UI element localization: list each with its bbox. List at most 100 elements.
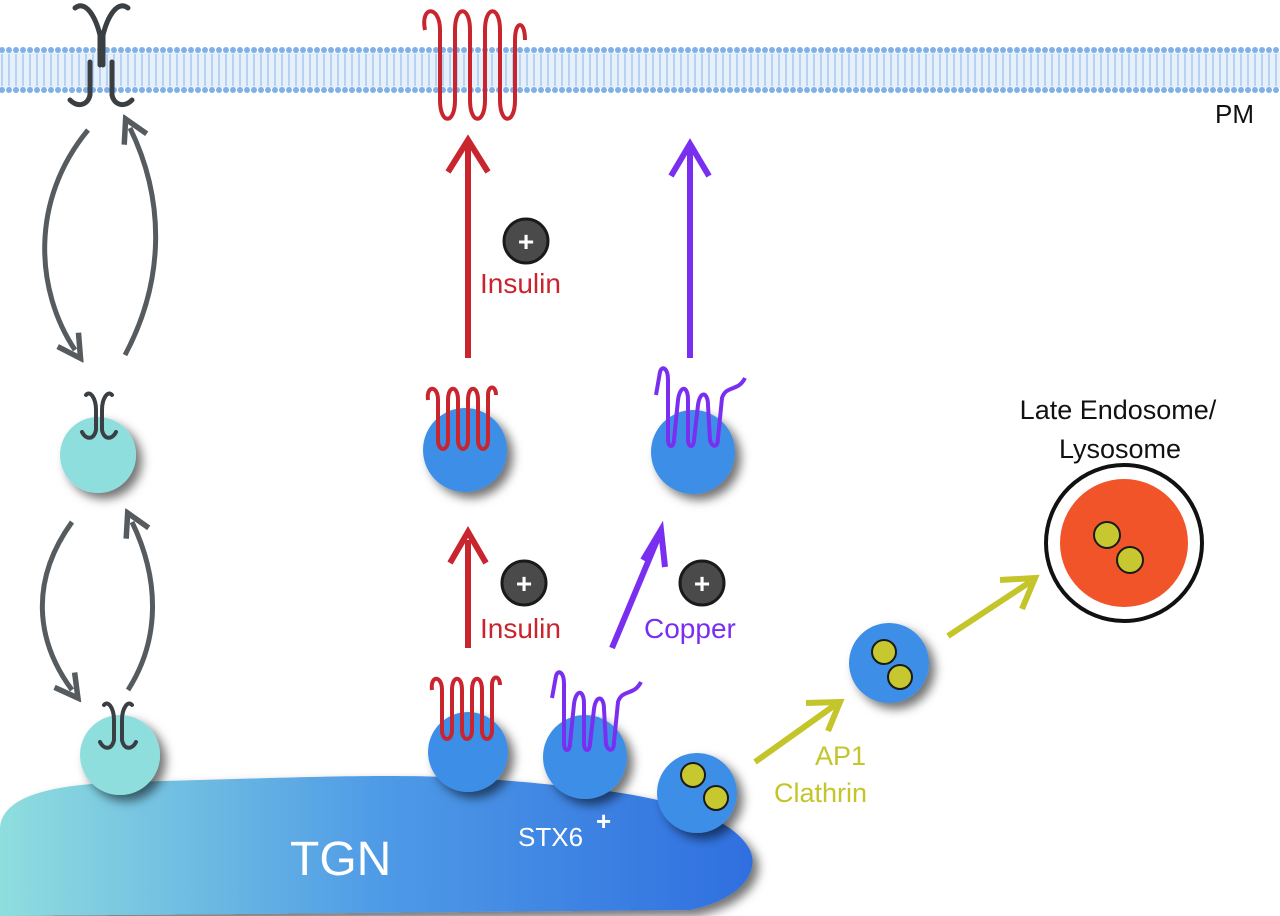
lipid-head xyxy=(636,87,642,93)
lipid-head xyxy=(1091,87,1097,93)
lipid-head xyxy=(895,47,901,53)
lipid-head xyxy=(622,87,628,93)
lipid-head xyxy=(748,47,754,53)
late-endosome-label: Late Endosome/ xyxy=(1020,395,1217,425)
lipid-head xyxy=(1112,87,1118,93)
lipid-head xyxy=(559,87,565,93)
lipid-head xyxy=(6,47,12,53)
lipid-head xyxy=(412,87,418,93)
lipid-head xyxy=(825,87,831,93)
lipid-head xyxy=(916,87,922,93)
lipid-head xyxy=(216,87,222,93)
lipid-head xyxy=(27,47,33,53)
lipid-head xyxy=(1014,47,1020,53)
lipid-head xyxy=(566,47,572,53)
lipid-head xyxy=(902,47,908,53)
insulin-label-top: Insulin xyxy=(480,268,561,299)
lipid-head xyxy=(1217,47,1223,53)
lipid-head xyxy=(1098,87,1104,93)
lipid-head xyxy=(503,87,509,93)
lipid-head xyxy=(1126,47,1132,53)
lipid-head xyxy=(1189,47,1195,53)
lipid-head xyxy=(1161,47,1167,53)
lipid-head xyxy=(90,47,96,53)
lipid-head xyxy=(356,47,362,53)
lipid-head xyxy=(363,47,369,53)
lipid-head xyxy=(76,47,82,53)
lipid-head xyxy=(979,87,985,93)
lipid-head xyxy=(706,87,712,93)
lipid-head xyxy=(335,47,341,53)
lipid-head xyxy=(818,47,824,53)
lipid-head xyxy=(20,87,26,93)
lipid-head xyxy=(552,87,558,93)
lipid-head xyxy=(349,87,355,93)
lipid-head xyxy=(146,47,152,53)
lipid-head xyxy=(678,87,684,93)
lipid-head xyxy=(1007,47,1013,53)
lipid-head xyxy=(272,87,278,93)
lipid-head xyxy=(1168,47,1174,53)
lipid-head xyxy=(797,87,803,93)
lipid-head xyxy=(685,87,691,93)
lipid-head xyxy=(769,87,775,93)
lipid-head xyxy=(55,87,61,93)
lipid-head xyxy=(356,87,362,93)
lipid-head xyxy=(6,87,12,93)
lipid-head xyxy=(1231,87,1237,93)
lipid-head xyxy=(419,87,425,93)
lipid-head xyxy=(720,87,726,93)
lipid-head xyxy=(1007,87,1013,93)
lipid-head xyxy=(1105,87,1111,93)
lipid-head xyxy=(1224,47,1230,53)
lipid-head xyxy=(1063,47,1069,53)
lipid-head xyxy=(706,47,712,53)
lipid-head xyxy=(748,87,754,93)
membrane-band xyxy=(0,52,1280,88)
lipid-head xyxy=(629,47,635,53)
lipid-head xyxy=(524,47,530,53)
lipid-head xyxy=(902,87,908,93)
lipid-head xyxy=(979,47,985,53)
lipid-head xyxy=(349,47,355,53)
lipid-head xyxy=(132,87,138,93)
lipid-head xyxy=(1021,47,1027,53)
lipid-head xyxy=(97,87,103,93)
lipid-head xyxy=(671,87,677,93)
lipid-head xyxy=(958,87,964,93)
svg-text:+: + xyxy=(518,226,534,257)
lipid-head xyxy=(783,87,789,93)
lipid-head xyxy=(41,47,47,53)
lipid-head xyxy=(1175,47,1181,53)
lipid-head xyxy=(1252,47,1258,53)
lipid-head xyxy=(846,47,852,53)
lipid-head xyxy=(909,47,915,53)
lipid-head xyxy=(384,87,390,93)
lipid-head xyxy=(1077,87,1083,93)
lipid-head xyxy=(139,87,145,93)
lipid-head xyxy=(391,47,397,53)
lipid-head xyxy=(895,87,901,93)
lipid-head xyxy=(1259,87,1265,93)
lipid-head xyxy=(713,87,719,93)
lipid-head xyxy=(13,47,19,53)
lipid-head xyxy=(391,87,397,93)
lipid-head xyxy=(615,47,621,53)
lipid-head xyxy=(174,87,180,93)
lipid-head xyxy=(1259,47,1265,53)
lipid-head xyxy=(860,87,866,93)
cargo-dot xyxy=(703,785,729,811)
lipid-head xyxy=(853,87,859,93)
lipid-head xyxy=(923,47,929,53)
lipid-head xyxy=(1035,87,1041,93)
lipid-head xyxy=(531,47,537,53)
lipid-head xyxy=(447,47,453,53)
lipid-head xyxy=(601,47,607,53)
svg-text:+: + xyxy=(516,568,532,599)
lipid-head xyxy=(146,87,152,93)
lipid-head xyxy=(580,87,586,93)
lipid-head xyxy=(881,87,887,93)
lipid-head xyxy=(1189,87,1195,93)
lipid-head xyxy=(55,47,61,53)
